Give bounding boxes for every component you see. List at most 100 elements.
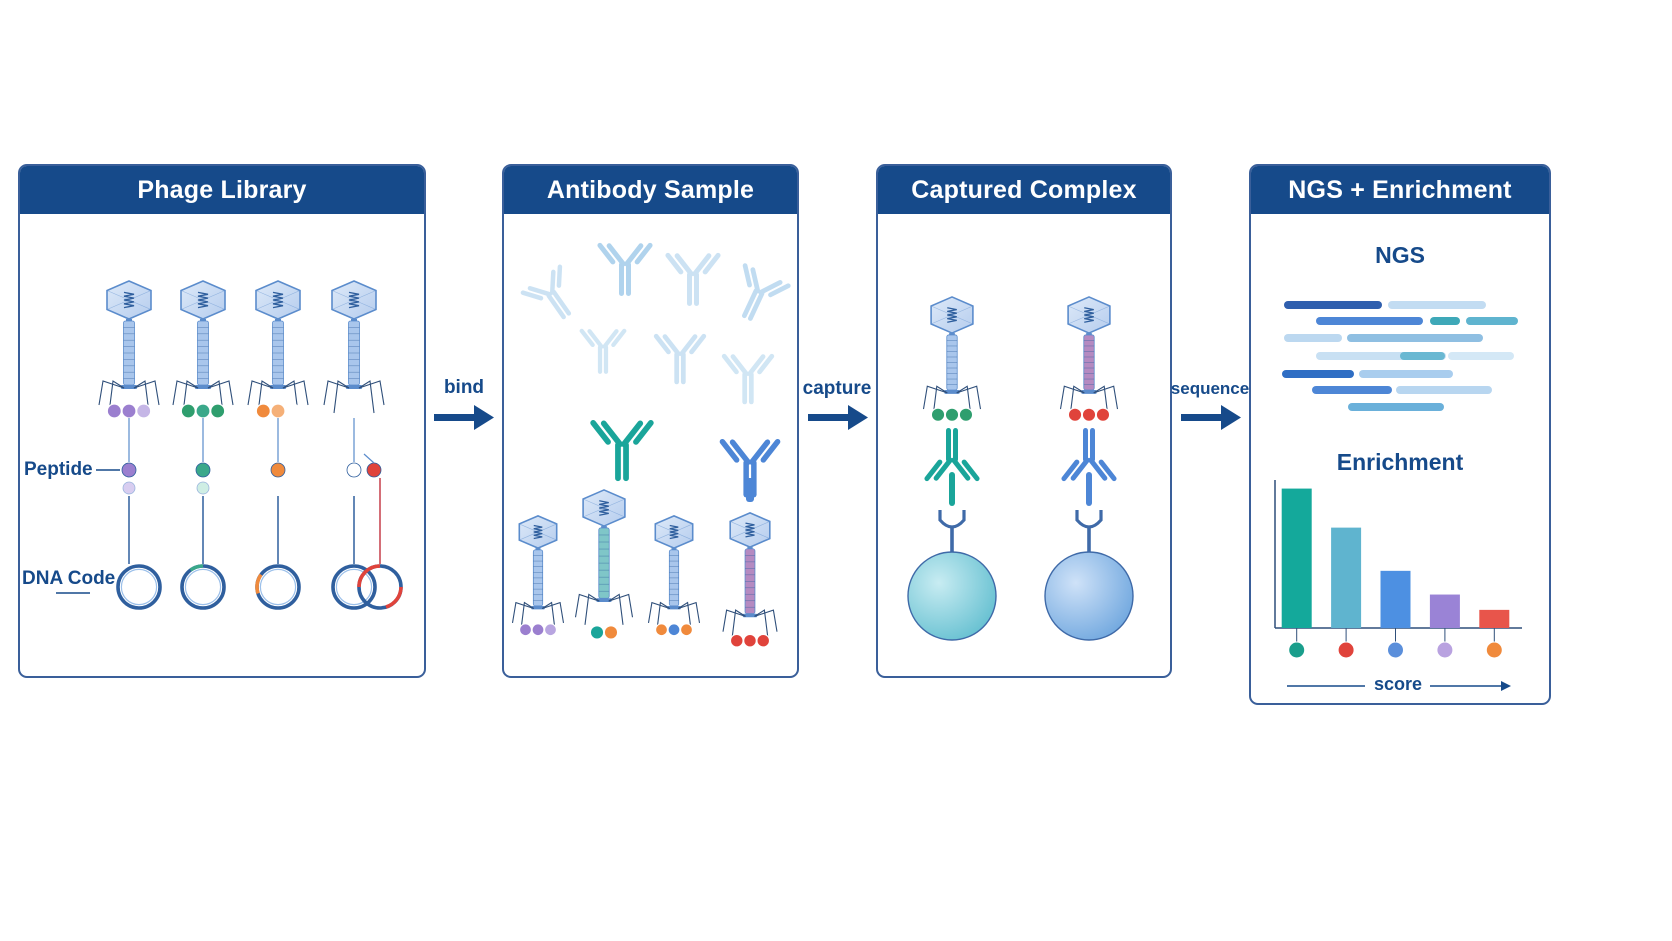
category-dot-red — [1337, 641, 1355, 659]
score-axis-label: score — [1373, 674, 1423, 694]
phage-icon — [1059, 296, 1119, 423]
peptide-bead — [121, 462, 137, 478]
sequence-read — [1400, 352, 1445, 360]
phage-icon — [574, 489, 634, 640]
tail-fiber — [358, 380, 375, 414]
peptide-bead — [270, 462, 286, 478]
peptide-bead — [930, 407, 946, 423]
magnetic-bead-icon — [1044, 551, 1134, 641]
sequence-read — [1388, 301, 1486, 309]
phage-icon — [511, 514, 565, 637]
antibody-icon — [579, 328, 627, 374]
sequence-read — [1316, 317, 1423, 325]
enrichment-title: Enrichment — [1336, 449, 1464, 475]
panel-title: Antibody Sample — [504, 166, 797, 214]
tail-fiber — [574, 593, 600, 618]
tail-fiber — [333, 380, 350, 414]
peptide-bead — [654, 623, 669, 637]
dna-coil — [533, 524, 543, 540]
tail-fiber — [584, 593, 600, 625]
capture-label: capture — [802, 378, 872, 399]
peptide-bead — [346, 403, 362, 419]
panel-title: Captured Complex — [878, 166, 1170, 214]
peptide-bead — [944, 407, 960, 423]
score-arrow-icon — [1287, 681, 1511, 691]
antibody-icon — [520, 264, 572, 320]
tail-fiber — [247, 380, 274, 406]
peptide-bead — [729, 633, 744, 648]
tail-fiber — [656, 601, 671, 630]
base-plate — [346, 385, 362, 389]
tail-fiber — [1059, 385, 1085, 410]
arrow-capture-icon — [808, 405, 868, 430]
antibody-icon — [1061, 428, 1117, 482]
base-plate — [944, 390, 960, 394]
arrow-sequence-icon — [1181, 405, 1241, 430]
bar-red — [1331, 527, 1362, 628]
magnetic-bead-icon — [907, 551, 997, 641]
sequence-read — [1348, 403, 1444, 411]
tail-fiber — [282, 380, 309, 406]
peptide-bead — [667, 623, 681, 637]
tail-fiber — [207, 380, 224, 414]
sequence-read — [1284, 334, 1342, 342]
peptide-bead — [285, 403, 301, 419]
peptide-bead — [743, 633, 757, 648]
sequence-read — [1284, 301, 1382, 309]
tail-fiber — [358, 380, 385, 406]
base-plate — [195, 385, 211, 389]
bar-purple — [1429, 594, 1460, 628]
tail-fiber — [282, 380, 299, 414]
enrichment-chart — [1274, 480, 1522, 659]
category-dot-blue — [1387, 641, 1404, 659]
tail-fiber — [677, 601, 692, 630]
antibody-icon — [924, 428, 980, 482]
phage-library-group — [98, 280, 403, 610]
peptide-bead — [255, 403, 271, 419]
category-dot-teal — [1288, 641, 1306, 659]
sequence-read — [1466, 317, 1518, 325]
tail-fiber — [956, 385, 972, 417]
tail-fiber — [1069, 385, 1085, 417]
tail-fiber — [647, 601, 670, 624]
phage-icon — [323, 280, 385, 419]
sequence-read — [1347, 334, 1483, 342]
tail-fiber — [108, 380, 125, 414]
sequence-read — [1282, 370, 1354, 378]
antibody-icon — [741, 263, 791, 321]
tail-fiber — [1093, 385, 1109, 417]
category-dot-orange — [1485, 641, 1503, 659]
tail-fiber — [754, 609, 778, 632]
peptide-bead — [195, 462, 211, 478]
base-plate — [121, 385, 137, 389]
peptide-bead — [122, 481, 136, 495]
dna-plasmid-icon — [255, 564, 301, 610]
tail-fiber — [323, 380, 350, 406]
peptide-bead — [180, 403, 196, 419]
dna-coil — [123, 291, 135, 309]
peptide-bead — [1067, 407, 1083, 423]
base-plate — [596, 598, 612, 603]
peptide-bead — [518, 623, 533, 637]
tail-fiber — [207, 380, 234, 406]
tail-fiber — [956, 385, 982, 410]
peptide-bead — [106, 403, 122, 419]
antibody-icon — [665, 252, 721, 306]
antibody-icon — [721, 353, 775, 405]
phage-icon — [922, 296, 982, 423]
peptide-bead — [679, 623, 694, 637]
tail-fiber — [511, 601, 534, 624]
category-dot-purple — [1436, 641, 1454, 659]
sequence-read — [1359, 370, 1453, 378]
sequence-read — [1430, 317, 1460, 325]
antibody-icon — [597, 242, 653, 296]
antibody-icon — [653, 333, 707, 385]
peptide-bead — [121, 403, 137, 419]
tail-fiber — [182, 380, 199, 414]
peptide-bead — [136, 403, 152, 419]
sequence-read — [1396, 386, 1492, 394]
dna-plasmid-icon — [116, 564, 162, 610]
dna-coil — [272, 291, 284, 309]
peptide-bead — [958, 407, 974, 423]
peptide-bead — [195, 403, 211, 419]
